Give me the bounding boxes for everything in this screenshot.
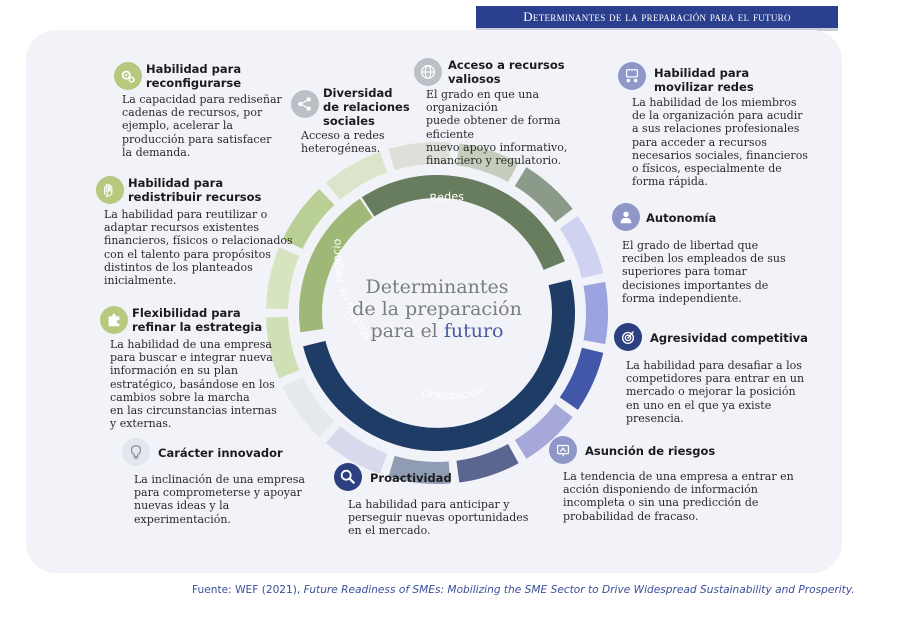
- inner-arcs: [299, 174, 575, 451]
- arc-redes: [361, 174, 565, 270]
- outer-segment-10: [325, 426, 388, 475]
- center-title-line3: para el futuro: [371, 320, 504, 342]
- arc-modelo-negocio: [299, 198, 373, 333]
- outer-segment-6: [559, 347, 604, 410]
- outer-segment-3: [514, 167, 573, 223]
- outer-segment-14: [282, 188, 335, 249]
- item-title: Carácter innovador: [158, 446, 283, 460]
- magnifier-icon: [334, 463, 362, 491]
- outer-segment-12: [266, 316, 300, 379]
- item-title: Asunción de riesgos: [585, 444, 716, 458]
- outer-segment-8: [456, 443, 519, 483]
- gears-icon: [114, 62, 142, 90]
- lightbulb-icon: [122, 438, 150, 466]
- target-icon: [614, 323, 642, 351]
- outer-segment-2: [456, 143, 519, 183]
- item-riesgos: Asunción de riesgos La tendencia de una …: [549, 436, 809, 526]
- outer-segment-13: [266, 247, 300, 310]
- item-innovador: Carácter innovador La inclinación de una…: [122, 438, 322, 528]
- outer-segment-4: [559, 216, 604, 279]
- puzzle-icon: [100, 306, 128, 334]
- item-agresividad: Agresividad competitiva La habilidad par…: [614, 323, 814, 425]
- arc-label-orientacion: Orientación: [420, 384, 485, 402]
- outer-segment-7: [514, 403, 573, 459]
- item-title: Agresividad competitiva: [650, 331, 808, 345]
- share-icon: [291, 90, 319, 118]
- item-proactividad: Proactividad La habilidad para anticipar…: [334, 463, 534, 538]
- outer-segment-15: [325, 151, 388, 200]
- risk-icon: [549, 436, 577, 464]
- hands-icon: [96, 176, 124, 204]
- outer-segment-11: [282, 377, 335, 438]
- center-title-line1: Determinantes: [366, 276, 509, 298]
- arc-label-redes: Redes: [429, 190, 465, 205]
- outer-segment-5: [583, 281, 608, 345]
- arc-orientacion: [303, 279, 575, 451]
- outer-segment-1: [388, 142, 451, 171]
- person-icon: [612, 203, 640, 231]
- globe-icon: [414, 58, 442, 86]
- item-title: Proactividad: [370, 471, 452, 485]
- item-title: Autonomía: [646, 211, 717, 225]
- source-citation: Fuente: WEF (2021), Future Readiness of …: [192, 584, 855, 596]
- center-title-line2: de la preparación: [352, 298, 522, 320]
- outer-segments: [266, 142, 608, 484]
- network-people-icon: [618, 62, 646, 90]
- banner-title: Determinantes de la preparación para el …: [476, 6, 838, 31]
- outer-segment-9: [388, 455, 451, 484]
